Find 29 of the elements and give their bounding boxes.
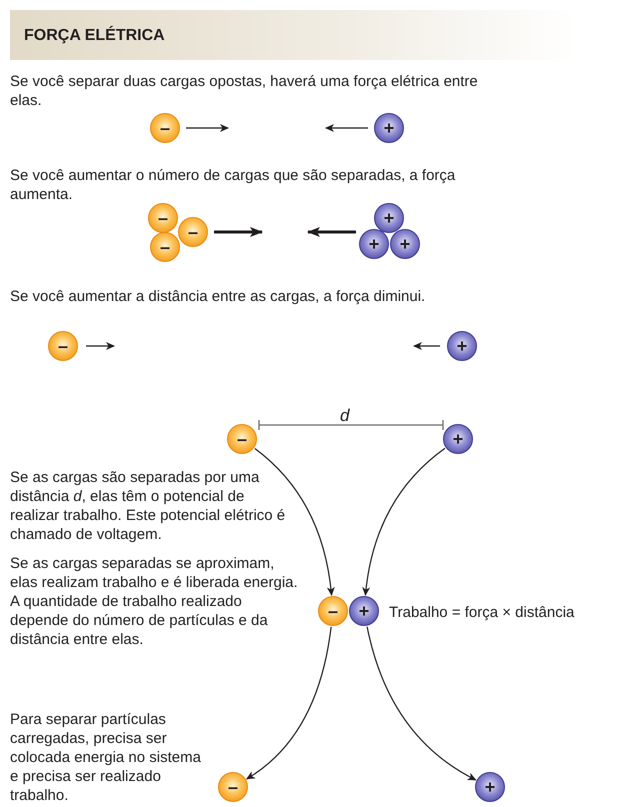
negative-charge: – — [48, 331, 78, 361]
negative-charge: – — [148, 203, 178, 233]
positive-charge: + — [374, 203, 404, 233]
body-text: Se você separar duas cargas opostas, haverá uma força elétrica entre elas. — [10, 72, 479, 110]
curved-arrow — [246, 626, 332, 780]
positive-charge: + — [475, 772, 505, 802]
body-text: Se as cargas separadas se aproximam, elas realizam trabalho e é liberada energia. A quantidade de trabalho realizado depende do número de partículas e da distância entre elas. — [10, 554, 299, 649]
body-text: Para separar partículas carregadas, precisa ser colocada energia no sistema e precisa ser realizado trabalho. — [10, 710, 202, 805]
formula-label: Trabalho = força × distância — [389, 603, 574, 622]
negative-charge: – — [318, 596, 348, 626]
curved-arrow — [366, 626, 477, 780]
distance-label: d — [340, 406, 350, 425]
positive-charge: + — [390, 229, 420, 259]
negative-charge: – — [150, 232, 180, 262]
negative-charge: – — [227, 424, 257, 454]
body-text: Se você aumentar o número de cargas que são separadas, a força aumenta. — [10, 166, 456, 204]
positive-charge: + — [443, 424, 473, 454]
negative-charge: – — [178, 217, 208, 247]
positive-charge: + — [359, 229, 389, 259]
negative-charge: – — [218, 772, 248, 802]
body-text: Se você aumentar a distância entre as cargas, a força diminui. — [10, 287, 426, 306]
curved-arrow — [362, 448, 446, 596]
title: FORÇA ELÉTRICA — [24, 26, 165, 45]
body-text: Se as cargas são separadas por uma distância d, elas têm o potencial de realizar trabalho. Este potencial elétrico é chamado de voltagem. — [10, 468, 286, 544]
positive-charge: + — [349, 596, 379, 626]
positive-charge: + — [374, 113, 404, 143]
negative-charge: – — [150, 113, 180, 143]
curved-arrow — [254, 448, 335, 596]
positive-charge: + — [447, 331, 477, 361]
